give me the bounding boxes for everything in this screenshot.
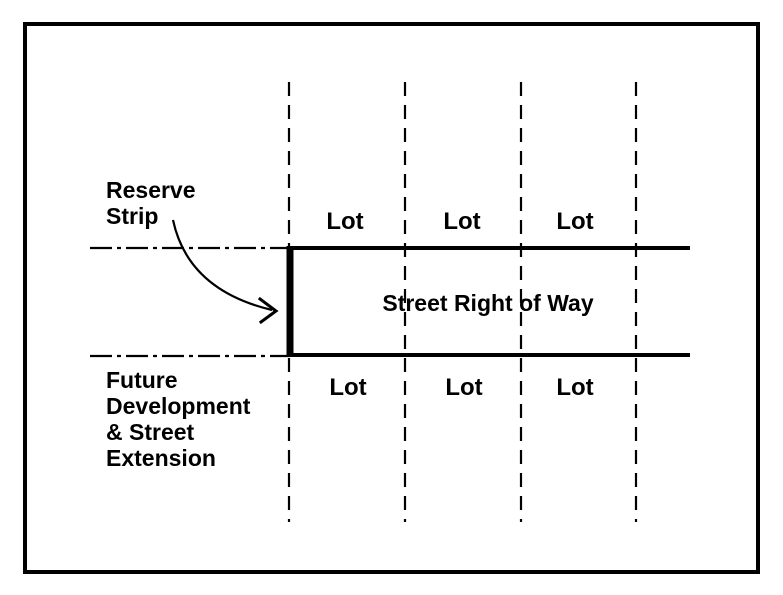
reserve-strip-label-line-2: Strip bbox=[106, 203, 158, 229]
reserve-strip-label: Reserve Strip bbox=[106, 177, 202, 229]
street-right-of-way bbox=[286, 246, 690, 357]
arrow-head-icon bbox=[257, 296, 279, 325]
future-street-lines bbox=[90, 246, 289, 358]
outer-frame bbox=[23, 22, 760, 574]
lot-label-bottom-3: Lot bbox=[556, 374, 593, 401]
lot-label-bottom-2: Lot bbox=[445, 374, 482, 401]
street-label: Street Right of Way bbox=[382, 290, 593, 316]
future-development-label: Future Development & Street Extension bbox=[106, 367, 257, 471]
future-label-line-1: Future bbox=[106, 367, 178, 393]
lot-label-top-1: Lot bbox=[326, 208, 363, 235]
reserve-strip-label-line-1: Reserve bbox=[106, 177, 196, 203]
lot-label-bottom-1: Lot bbox=[329, 374, 366, 401]
future-label-line-2: Development bbox=[106, 393, 251, 419]
reserve-strip-arrow bbox=[171, 219, 273, 312]
future-label-line-3: & Street bbox=[106, 419, 195, 445]
lot-label-top-3: Lot bbox=[556, 208, 593, 235]
lot-label-top-2: Lot bbox=[443, 208, 480, 235]
future-label-line-4: Extension bbox=[106, 445, 216, 471]
